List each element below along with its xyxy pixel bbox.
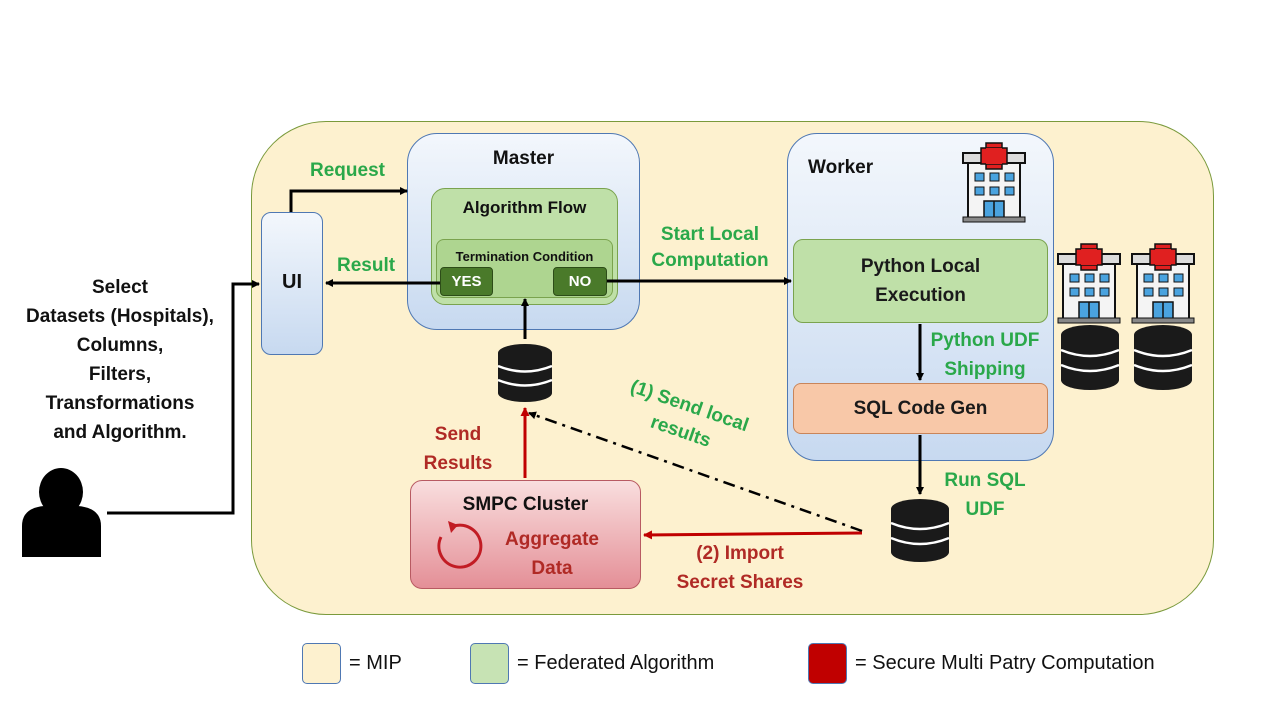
- ui-label: UI: [282, 271, 302, 293]
- yes-badge: YES: [440, 267, 493, 296]
- aggregate-line: Data: [531, 558, 573, 579]
- legend-label-smpc: = Secure Multi Patry Computation: [855, 652, 1155, 674]
- instruction-line: Datasets (Hospitals),: [26, 306, 214, 327]
- database-icon-hospital-2: [1133, 325, 1193, 390]
- send-results-line: Send: [434, 424, 482, 445]
- legend-label-federated: = Federated Algorithm: [517, 652, 715, 674]
- user-instructions: Select Datasets (Hospitals), Columns, Fi…: [10, 273, 230, 447]
- yes-label: YES: [451, 273, 482, 290]
- python-udf-line: Python UDF: [930, 330, 1040, 351]
- send-local-results-arrow: [528, 411, 863, 533]
- import-secret-shares-label: (2) Import Secret Shares: [664, 539, 816, 597]
- python-udf-label: Python UDF Shipping: [922, 326, 1048, 384]
- aggregate-data-label: Aggregate Data: [492, 525, 612, 583]
- ui-box: [261, 212, 323, 355]
- run-sql-line: UDF: [965, 499, 1005, 520]
- sql-code-gen-label: SQL Code Gen: [853, 397, 988, 419]
- start-local-line: Start Local: [660, 224, 760, 245]
- hospital-icon-1: [1057, 243, 1121, 324]
- run-sql-label: Run SQL UDF: [933, 466, 1037, 524]
- start-local-label: Start Local Computation: [640, 222, 780, 274]
- send-results-label: Send Results: [410, 420, 506, 478]
- no-badge: NO: [553, 267, 607, 296]
- instruction-line: Filters,: [88, 364, 152, 385]
- import-secret-line: Secret Shares: [676, 572, 804, 593]
- request-label: Request: [310, 160, 385, 181]
- import-secret-line: (2) Import: [696, 543, 784, 564]
- python-local-execution-line2: Execution: [875, 285, 966, 306]
- send-results-line: Results: [423, 453, 493, 474]
- smpc-cluster-box: [410, 480, 641, 589]
- run-sql-line: Run SQL: [944, 470, 1026, 491]
- instruction-line: Transformations: [45, 393, 195, 414]
- start-local-line: Computation: [651, 250, 769, 271]
- legend-label-mip: = MIP: [349, 652, 402, 674]
- import-secret-shares-arrow: [643, 530, 863, 540]
- legend-swatch-mip: [302, 643, 341, 684]
- python-local-execution-box: Python Local Execution: [793, 239, 1048, 323]
- aggregate-line: Aggregate: [505, 529, 599, 550]
- database-icon-hospital-1: [1060, 325, 1120, 390]
- no-label: NO: [568, 273, 592, 290]
- database-icon-worker: [890, 499, 950, 562]
- algorithm-flow-title: Algorithm Flow: [462, 198, 587, 217]
- instruction-line: Columns,: [76, 335, 164, 356]
- refresh-cycle-icon: [437, 521, 483, 569]
- result-label: Result: [337, 255, 396, 276]
- python-udf-line: Shipping: [944, 359, 1026, 380]
- database-icon-master: [497, 344, 553, 402]
- python-local-execution-line1: Python Local: [860, 256, 981, 277]
- hospital-icon-worker: [962, 142, 1026, 223]
- request-arrow: [289, 187, 408, 212]
- sql-code-gen-box: SQL Code Gen: [793, 383, 1048, 434]
- legend-swatch-smpc: [808, 643, 847, 684]
- master-title: Master: [492, 148, 555, 169]
- legend-swatch-federated: [470, 643, 509, 684]
- person-icon: [22, 468, 101, 557]
- termination-condition-title: Termination Condition: [455, 249, 594, 264]
- worker-title: Worker: [808, 157, 874, 178]
- instruction-line: and Algorithm.: [53, 422, 187, 443]
- hospital-icon-2: [1131, 243, 1195, 324]
- instruction-line: Select: [92, 277, 148, 298]
- smpc-cluster-title: SMPC Cluster: [462, 494, 589, 515]
- user-to-ui-arrow: [107, 280, 260, 515]
